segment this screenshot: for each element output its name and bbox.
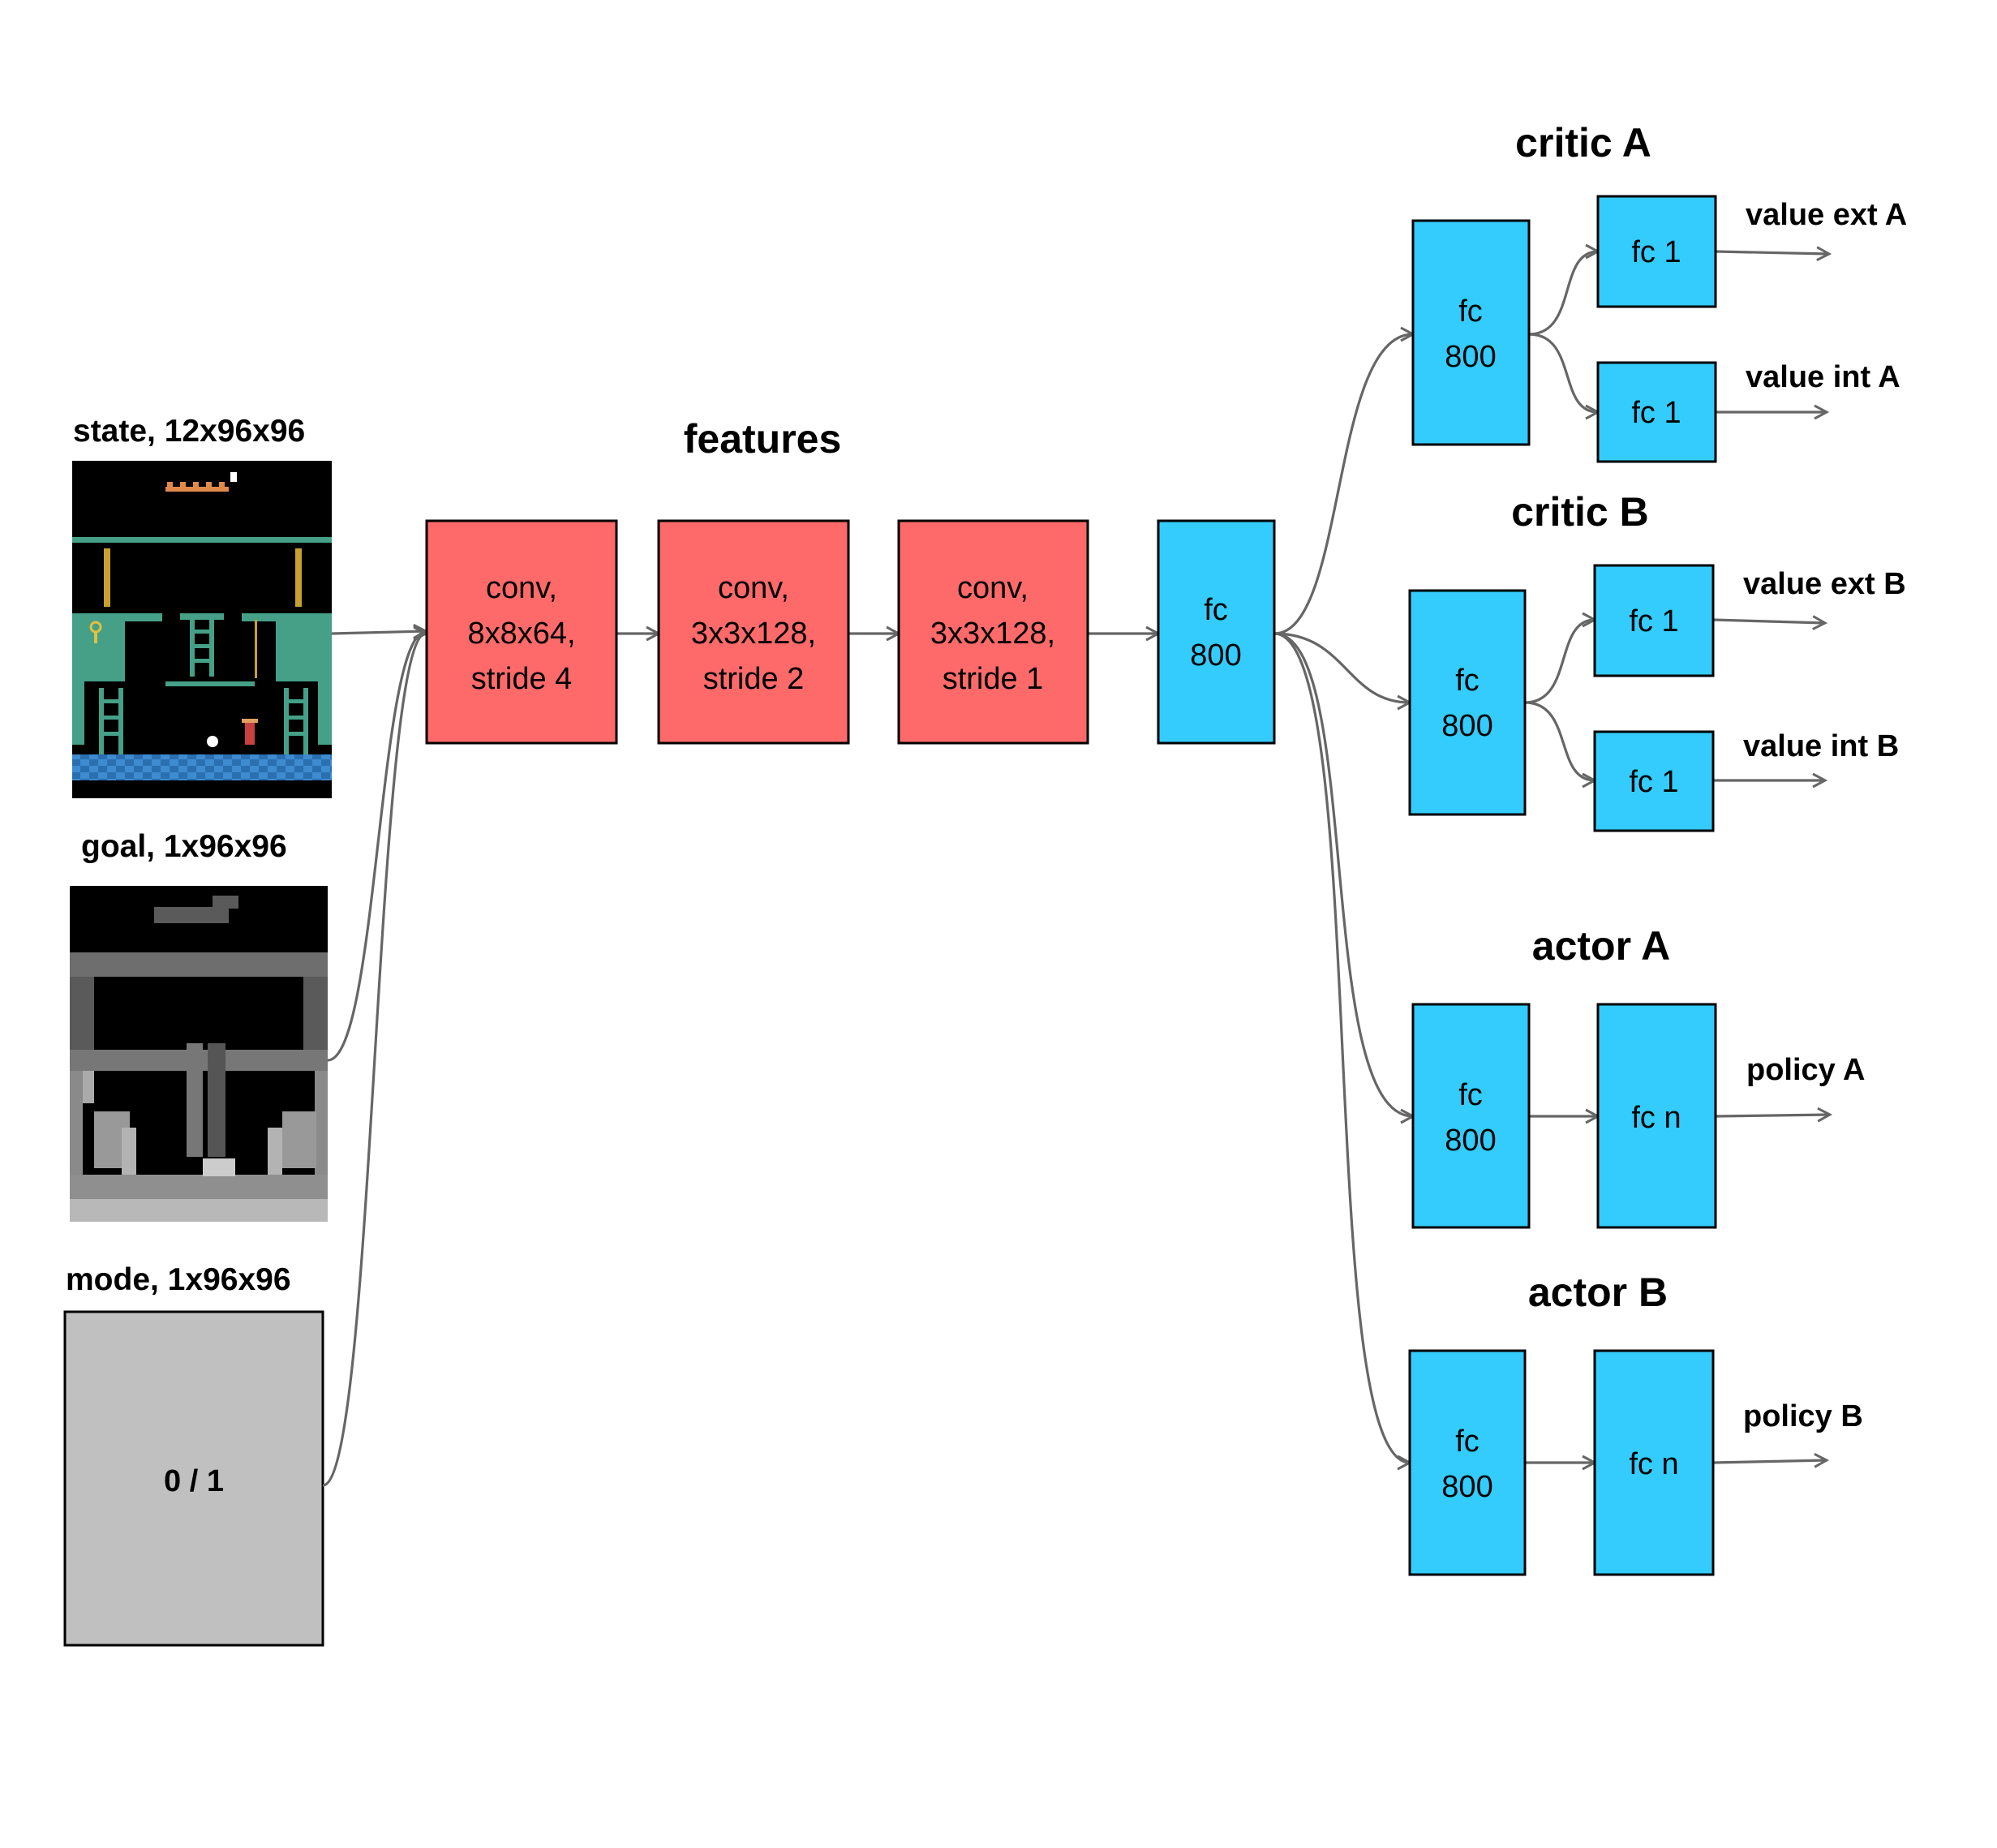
conv1-block: conv, 8x8x64, stride 4 <box>425 519 618 745</box>
edge-critic-b-int <box>1524 701 1595 780</box>
svg-text:conv,: conv, <box>486 571 557 605</box>
critic-a-ext-output-label: value ext A <box>1746 198 1907 232</box>
edge-critic-b-ext <box>1524 620 1595 704</box>
mode-label: mode, 1x96x96 <box>66 1262 291 1297</box>
svg-text:fc 1: fc 1 <box>1629 604 1678 638</box>
critic-b-int-fc-block: fc 1 <box>1593 730 1715 832</box>
svg-text:fc: fc <box>1458 294 1483 329</box>
svg-text:fc 1: fc 1 <box>1629 765 1678 799</box>
state-image <box>72 461 332 798</box>
svg-text:stride 2: stride 2 <box>703 662 805 696</box>
svg-text:800: 800 <box>1190 638 1241 673</box>
svg-text:fc n: fc n <box>1629 1447 1678 1481</box>
svg-text:fc: fc <box>1455 664 1479 698</box>
edge-mode-conv1 <box>322 634 426 1487</box>
critic-b-ext-output-label: value ext B <box>1743 567 1906 601</box>
actor-b-output-label: policy B <box>1743 1399 1863 1433</box>
actor-a-title: actor A <box>1532 923 1670 969</box>
svg-text:fc 1: fc 1 <box>1631 235 1681 269</box>
svg-text:fc: fc <box>1458 1078 1483 1112</box>
svg-text:stride 4: stride 4 <box>471 662 573 696</box>
actor-b-title: actor B <box>1528 1270 1668 1315</box>
edge-critic-a-ext <box>1528 251 1598 336</box>
edge-fc-critic-a <box>1273 334 1413 635</box>
critic-a-int-fc-block: fc 1 <box>1596 361 1717 463</box>
conv2-block: conv, 3x3x128, stride 2 <box>657 519 850 745</box>
edge-fc-actor-b <box>1273 632 1410 1463</box>
edge-actor-a-out <box>1715 1115 1830 1116</box>
critic-b-fc-block: fc 800 <box>1408 589 1527 816</box>
critic-a-fc-block: fc 800 <box>1411 219 1531 446</box>
edge-state-conv1 <box>331 631 426 634</box>
svg-text:fc n: fc n <box>1631 1101 1681 1135</box>
svg-text:fc: fc <box>1455 1425 1479 1459</box>
critic-b-title: critic B <box>1511 489 1649 535</box>
svg-text:800: 800 <box>1445 1124 1496 1158</box>
actor-a-fc-block: fc 800 <box>1411 1003 1531 1229</box>
actor-b-fc-block: fc 800 <box>1408 1349 1527 1576</box>
mode-box <box>63 1310 324 1647</box>
mode-value: 0 / 1 <box>164 1464 224 1498</box>
svg-text:800: 800 <box>1445 340 1496 374</box>
svg-text:800: 800 <box>1441 1470 1492 1504</box>
goal-image <box>70 886 328 1222</box>
state-label: state, 12x96x96 <box>73 414 305 449</box>
actor-a-output-label: policy A <box>1746 1053 1865 1087</box>
svg-text:conv,: conv, <box>957 571 1029 605</box>
critic-a-ext-fc-block: fc 1 <box>1596 195 1717 308</box>
goal-label: goal, 1x96x96 <box>81 829 287 864</box>
critic-a-int-output-label: value int A <box>1746 360 1900 394</box>
svg-text:stride 1: stride 1 <box>943 662 1044 696</box>
edge-critic-b-ext-out <box>1712 620 1825 623</box>
critic-b-ext-fc-block: fc 1 <box>1593 564 1715 677</box>
edge-fc-critic-b <box>1273 632 1410 703</box>
svg-text:8x8x64,: 8x8x64, <box>467 617 575 651</box>
svg-text:fc 1: fc 1 <box>1631 396 1681 430</box>
edges <box>322 251 1830 1487</box>
critic-b-int-output-label: value int B <box>1743 729 1899 763</box>
edge-goal-conv1 <box>327 632 426 1062</box>
edge-critic-a-ext-out <box>1715 251 1829 254</box>
actor-b-fcn-block: fc n <box>1593 1349 1715 1576</box>
features-title: features <box>684 416 842 462</box>
svg-text:3x3x128,: 3x3x128, <box>691 617 816 651</box>
critic-a-title: critic A <box>1515 120 1651 165</box>
conv3-block: conv, 3x3x128, stride 1 <box>897 519 1089 745</box>
actor-a-fcn-block: fc n <box>1596 1003 1717 1229</box>
svg-text:fc: fc <box>1204 593 1228 627</box>
features-fc-block: fc 800 <box>1157 519 1276 745</box>
svg-text:800: 800 <box>1441 709 1492 743</box>
edge-actor-b-out <box>1712 1460 1827 1463</box>
edge-fc-actor-a <box>1273 632 1413 1116</box>
svg-text:3x3x128,: 3x3x128, <box>930 617 1055 651</box>
edge-critic-a-int <box>1528 333 1598 412</box>
svg-text:conv,: conv, <box>718 571 789 605</box>
